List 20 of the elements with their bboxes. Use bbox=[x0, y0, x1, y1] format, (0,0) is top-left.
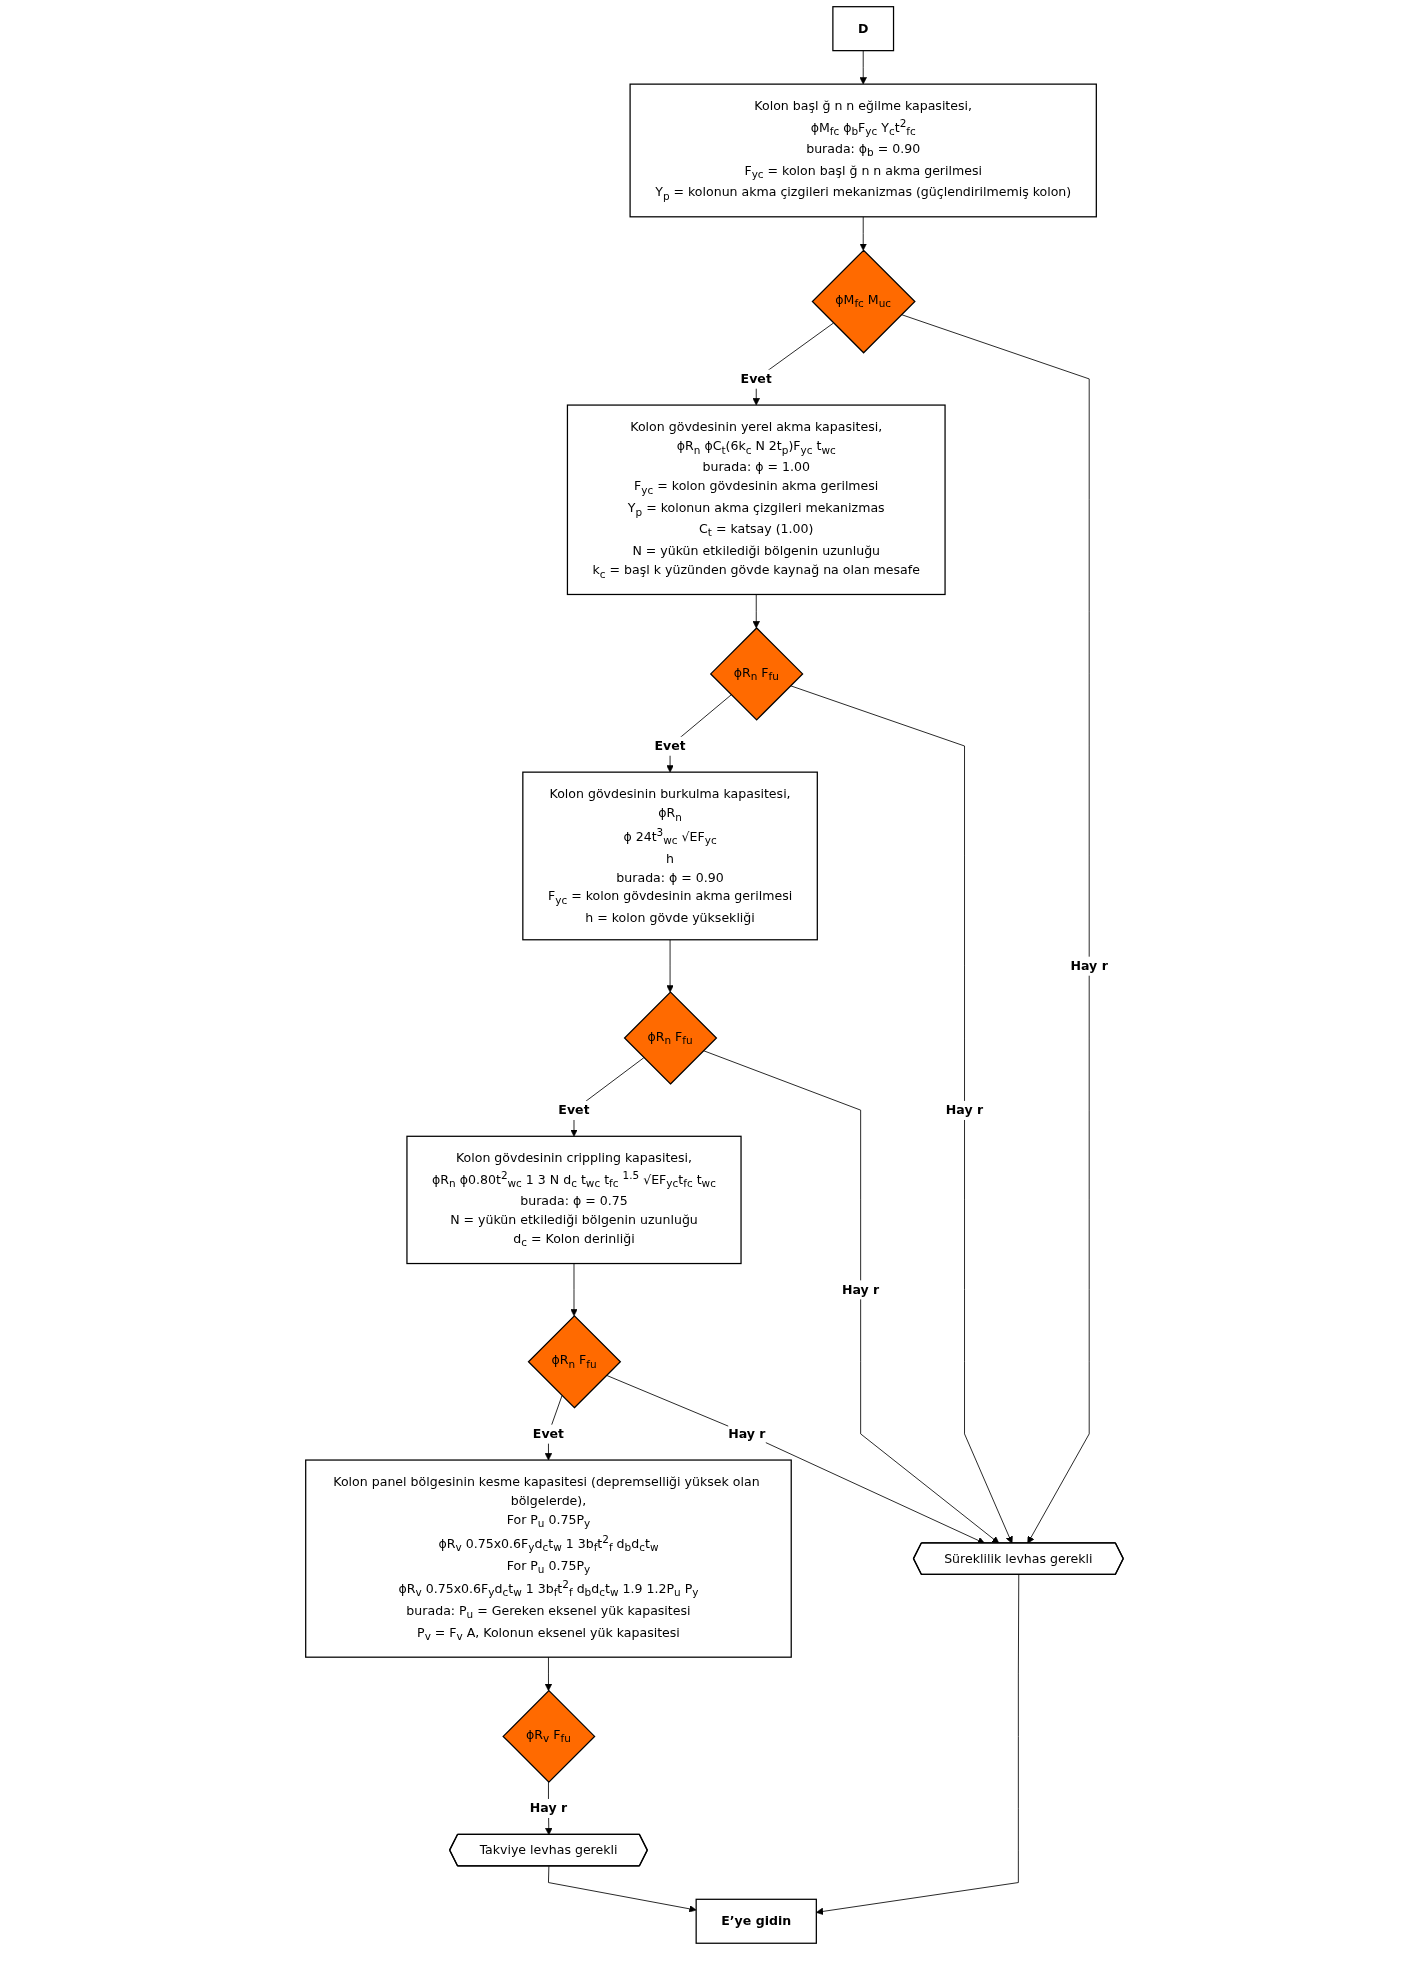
node-box: Kolon panel bölgesinin kesme kapasitesi (depremselliği yüksek olan bölgelerde), For P$_{u}$ 0.75P$_{y}$ ϕR$_{v}$ 0.75x0.6F$_{y}$d$_{c}$t$_{w}$ 1 3b$_{f}$t$^{2}$$_{f}$ d$_{b}$d$_{c}$t$_{w}$ For P$_{u}$ 0.75P$_{y}$ ϕR$_{v}$ 0.75x0.6F$_{y}$d$_{c}$t$_{w}$ 1 3b$_{f}$t$^{2}$$_{f}$ d$_{b}$d$_{c}$t$_{w}$ 1.9 1.2P$_{u}$ P$_{y}$ burada: P$_{u}$ = Gereken eksenel yük kapasitesi P$_{v}$ = F$_{v}$ A, Kolonun eksenel yük kapasitesi bbox=[304, 1459, 792, 1658]
edge-label: Evet bbox=[653, 738, 686, 754]
node-box: Kolon gövdesinin crippling kapasitesi, ϕR$_{n}$ ϕ0.80t$^{2}$$_{wc}$ 1 3 N d$_{c}$ t$_{wc}$ t$_{fc}$ $^{1.5}$ √EF$_{yc}$t$_{fc}$ t$_{wc}$ burada: ϕ = 0.75 N = yükün etkilediği bölgenin uzunluğu d$_{c}$ = Kolon derinliği bbox=[405, 1135, 742, 1265]
node-box: Kolon gövdesinin burkulma kapasitesi, ϕR$_{n}$ ϕ 24t$^{3}$$_{wc}$ √EF$_{yc}$ h burada: ϕ = 0.90 F$_{yc}$ = kolon gövdesinin akma gerilmesi h = kolon gövde yüksekliği bbox=[521, 771, 818, 941]
edge-label: Hay r bbox=[1070, 958, 1108, 974]
edge-label: Hay r bbox=[945, 1102, 983, 1118]
node-diamond: ϕR$_{n}$ F$_{fu}$ bbox=[623, 991, 717, 1085]
node-diamond: ϕR$_{n}$ F$_{fu}$ bbox=[709, 627, 803, 721]
edge-label: Evet bbox=[557, 1102, 590, 1118]
edge-label: Evet bbox=[740, 371, 772, 387]
edge-label: Hay r bbox=[841, 1281, 879, 1298]
node-diamond: ϕR$_{v}$ F$_{fu}$ bbox=[501, 1689, 595, 1783]
node-box: D bbox=[831, 6, 894, 52]
node-diamond: ϕM$_{fc}$ M$_{uc}$ bbox=[811, 249, 916, 354]
node-box: E’ye gidin bbox=[695, 1898, 817, 1944]
node-box: Kolon gövdesinin yerel akma kapasitesi, ϕR$_{n}$ ϕC$_{t}$(6k$_{c}$ N 2t$_{p}$)F$_{yc}$ t$_{wc}$ burada: ϕ = 1.00 F$_{yc}$ = kolon gövdesinin akma gerilmesi Y$_{p}$ = kolonun akma çizgileri mekanizmas C$_{t}$ = katsay (1.00) N = yükün etkilediği bölgenin uzunluğu k$_{c}$ = başl k yüzünden gövde kaynağ na olan mesafe bbox=[566, 404, 946, 596]
edge-label: Hay r bbox=[727, 1426, 766, 1442]
edge-label: Hay r bbox=[529, 1800, 567, 1816]
node-diamond: ϕR$_{n}$ F$_{fu}$ bbox=[527, 1314, 621, 1409]
edge-label: Evet bbox=[532, 1426, 564, 1442]
